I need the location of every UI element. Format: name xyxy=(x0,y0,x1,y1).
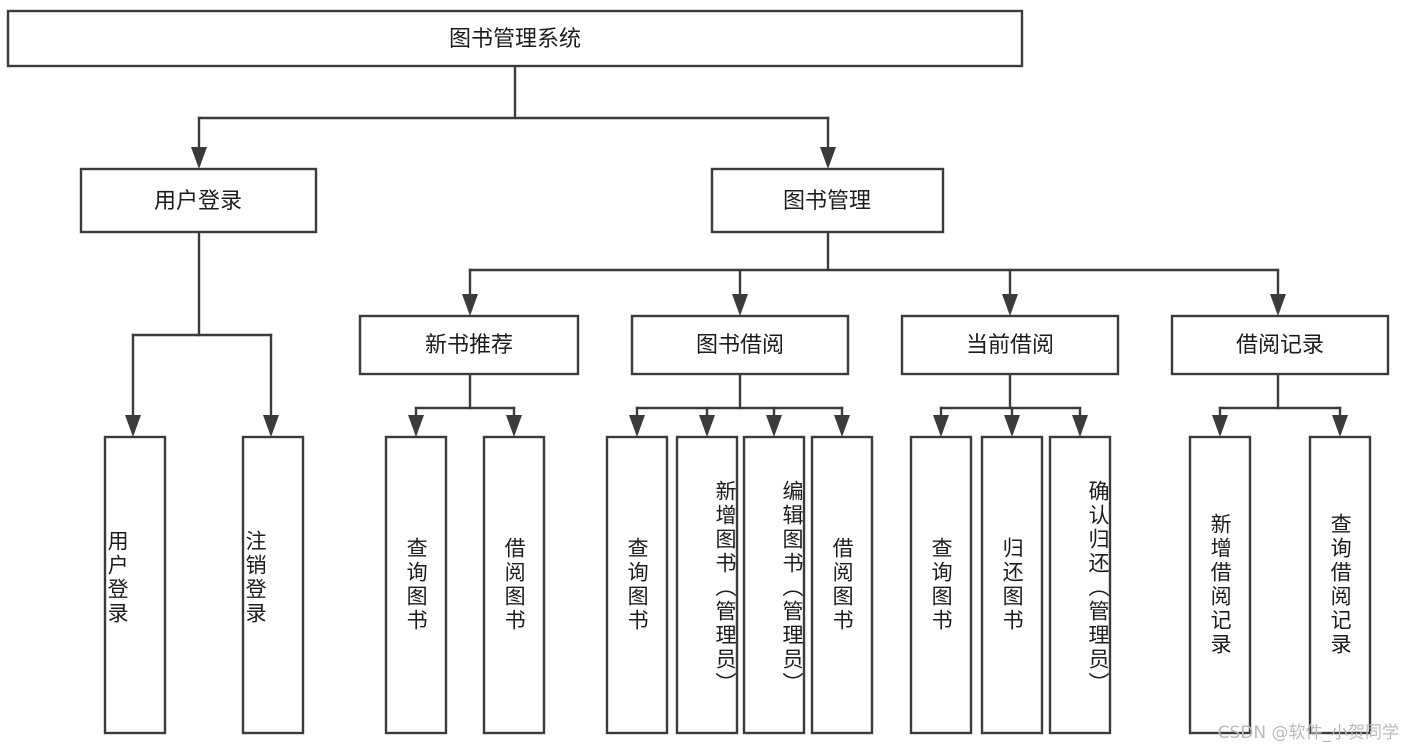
leaf-box-return-book[interactable] xyxy=(980,435,1044,735)
node-new-book-recommend-label: 新书推荐 xyxy=(425,333,513,358)
leaf-box-edit-book[interactable] xyxy=(742,435,806,735)
connector-newbook-to-leaves xyxy=(408,372,522,437)
connector-root-to-level2 xyxy=(191,64,836,169)
leaf-box-logout[interactable] xyxy=(241,435,305,735)
leaf-boxes xyxy=(103,435,1372,735)
node-user-login-label: 用户登录 xyxy=(154,189,242,214)
connector-currentborrow-to-leaves xyxy=(933,372,1088,437)
leaf-box-add-book[interactable] xyxy=(675,435,739,735)
leaf-box-query-book-2[interactable] xyxy=(605,435,669,735)
csdn-watermark: CSDN @软件_小贺同学 xyxy=(1217,723,1399,743)
leaf-box-query-book-3[interactable] xyxy=(909,435,973,735)
node-root[interactable]: 图书管理系统 xyxy=(6,9,1024,68)
connector-bookmanage-to-level3 xyxy=(462,230,1286,316)
connector-userlogin-to-leaves xyxy=(125,230,279,437)
node-book-manage-label: 图书管理 xyxy=(783,189,871,214)
node-user-login[interactable]: 用户登录 xyxy=(79,167,318,234)
node-current-borrow-label: 当前借阅 xyxy=(966,333,1054,358)
connector-borrowrecord-to-leaves xyxy=(1212,372,1348,437)
node-current-borrow[interactable]: 当前借阅 xyxy=(900,314,1120,376)
node-borrow-record[interactable]: 借阅记录 xyxy=(1170,314,1390,376)
leaf-box-borrow-book-1[interactable] xyxy=(482,435,546,735)
node-book-borrow-label: 图书借阅 xyxy=(696,333,784,358)
node-book-borrow[interactable]: 图书借阅 xyxy=(630,314,850,376)
node-book-manage[interactable]: 图书管理 xyxy=(710,167,945,234)
node-new-book-recommend[interactable]: 新书推荐 xyxy=(358,314,580,376)
leaf-box-borrow-book-2[interactable] xyxy=(810,435,874,735)
connector-bookborrow-to-leaves xyxy=(629,372,850,437)
leaf-box-query-record[interactable] xyxy=(1308,435,1372,735)
leaf-box-user-login[interactable] xyxy=(103,435,167,735)
leaf-box-query-book-1[interactable] xyxy=(384,435,448,735)
leaf-box-add-record[interactable] xyxy=(1188,435,1252,735)
leaf-box-confirm-return[interactable] xyxy=(1048,435,1112,735)
node-root-label: 图书管理系统 xyxy=(449,27,581,52)
node-borrow-record-label: 借阅记录 xyxy=(1236,333,1324,358)
